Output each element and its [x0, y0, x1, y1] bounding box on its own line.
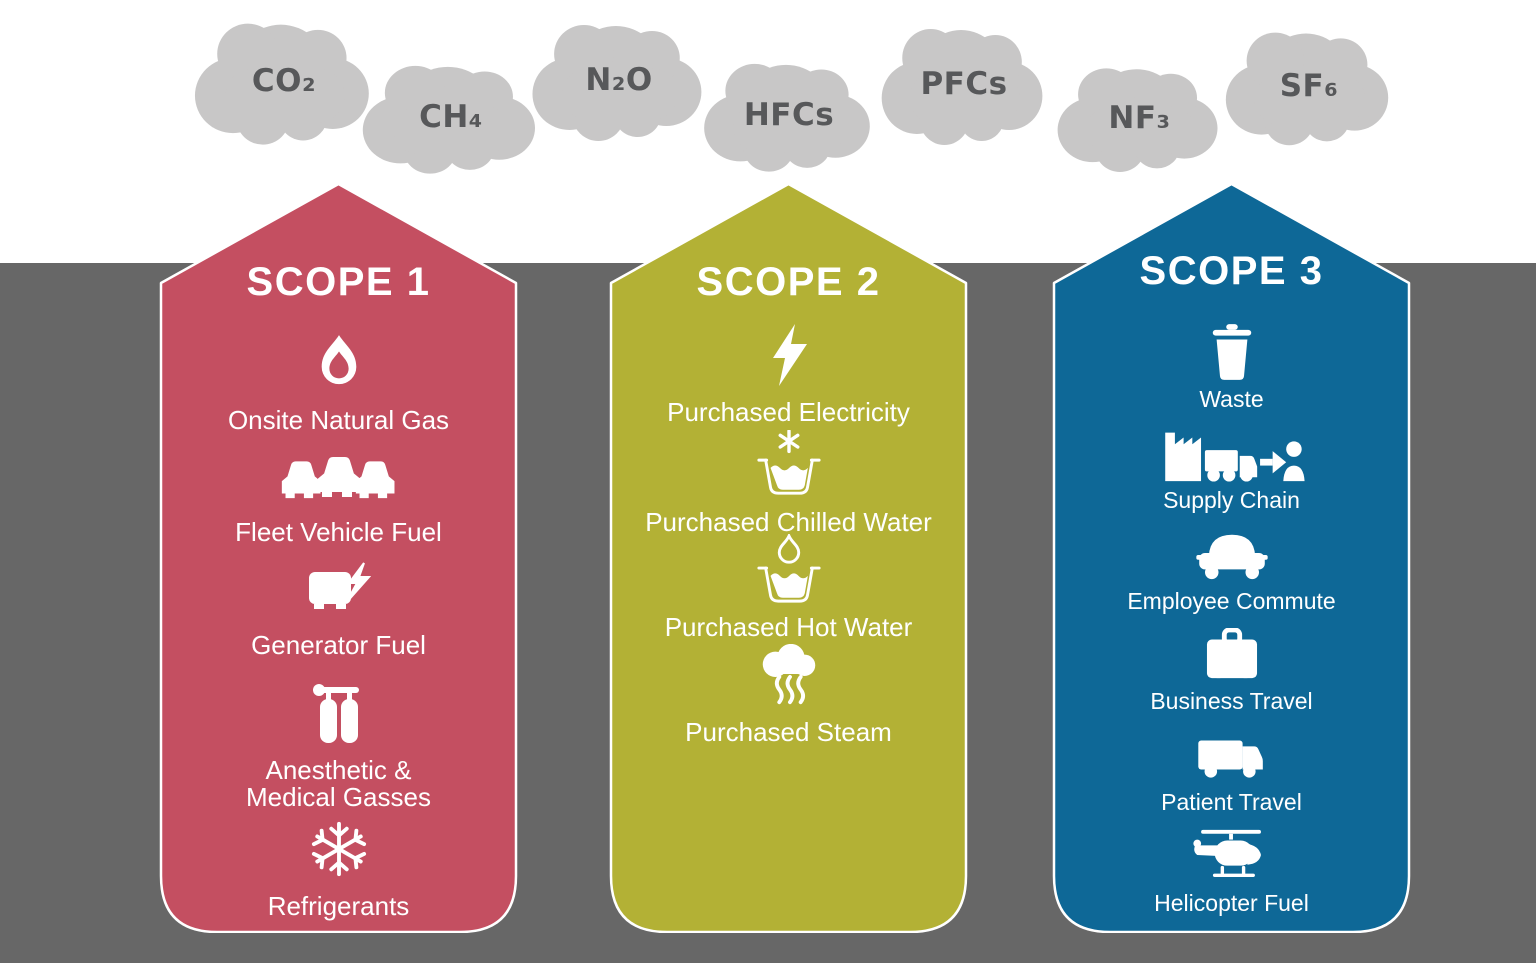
steam-icon: [616, 643, 962, 707]
emission-source-label: Helicopter Fuel: [1154, 890, 1309, 916]
cloud-shape: [1221, 28, 1393, 150]
emission-source-item: Generator Fuel: [166, 556, 512, 659]
emission-source-label: Generator Fuel: [251, 630, 426, 660]
supply-chain-icon: [1059, 427, 1405, 482]
emission-source-item: Waste: [1059, 324, 1405, 412]
gas-cloud: PFCs: [866, 14, 1062, 154]
emission-source-label: Business Travel: [1150, 688, 1313, 714]
gas-cloud: HFCs: [688, 50, 890, 180]
gas-cloud: SF₆: [1210, 18, 1408, 154]
emission-source-label: Waste: [1199, 386, 1264, 412]
gas-cloud-label: CH₄: [419, 99, 483, 135]
business-travel-icon: [1059, 628, 1405, 680]
gas-cloud-label: NF₃: [1108, 99, 1171, 136]
gas-cylinders-icon: [166, 681, 512, 745]
gas-cloud: N₂O: [516, 10, 722, 150]
gas-cloud: CO₂: [178, 8, 390, 154]
cloud-shape: [700, 60, 874, 176]
cloud-shape: [528, 21, 706, 145]
emission-source-item: Purchased Hot Water: [616, 534, 962, 642]
ambulance-icon: [1059, 729, 1405, 781]
scope-title: SCOPE 2: [696, 260, 881, 304]
emission-source-label: Purchased Steam: [685, 717, 892, 747]
emission-source-item: Purchased Chilled Water: [616, 430, 962, 537]
scope-arrow-shape: [609, 183, 968, 933]
gas-cloud-label: N₂O: [585, 62, 653, 98]
emission-source-label: Patient Travel: [1161, 789, 1302, 815]
gas-cloud-label: PFCs: [920, 66, 1008, 102]
emission-source-label: Supply Chain: [1163, 487, 1300, 513]
emission-source-label: Refrigerants: [267, 891, 410, 921]
gas-cloud: CH₄: [346, 52, 556, 182]
emission-source-item: Onsite Natural Gas: [166, 331, 512, 434]
helicopter-icon: [1059, 829, 1405, 882]
cloud-shape: [358, 62, 540, 178]
emission-source-label: Employee Commute: [1127, 588, 1336, 614]
scope-arrow-shape: [159, 183, 518, 933]
hot-water-icon: [616, 534, 962, 603]
gas-cloud-label: SF₆: [1279, 68, 1339, 104]
emission-source-label: Purchased Chilled Water: [645, 507, 932, 537]
emission-source-item: Helicopter Fuel: [1059, 829, 1405, 916]
waste-bin-icon: [1059, 324, 1405, 380]
emission-source-label: Onsite Natural Gas: [227, 405, 450, 435]
flame-icon: [166, 331, 512, 395]
emission-source-item: Purchased Steam: [616, 643, 962, 746]
emission-source-item: Patient Travel: [1059, 729, 1405, 814]
emission-source-label: Anesthetic & Medical Gasses: [246, 755, 431, 812]
emission-source-item: Purchased Electricity: [616, 323, 962, 426]
emission-source-label: Purchased Hot Water: [664, 612, 913, 642]
cloud-shape: [190, 19, 374, 149]
emission-source-label: Purchased Electricity: [667, 397, 910, 427]
fleet-vehicles-icon: [166, 443, 512, 507]
generator-icon: [166, 556, 512, 620]
gas-cloud-label: CO₂: [251, 63, 317, 99]
emission-source-label: Fleet Vehicle Fuel: [235, 517, 442, 547]
scope-title: SCOPE 3: [1139, 249, 1324, 293]
scope-title: SCOPE 1: [246, 260, 431, 304]
cloud-shape: [1053, 64, 1222, 176]
commute-car-icon: [1059, 528, 1405, 580]
emission-source-item: Anesthetic & Medical Gasses: [166, 681, 512, 811]
gas-cloud-label: HFCs: [743, 97, 835, 133]
chilled-water-icon: [616, 430, 962, 497]
emission-source-item: Fleet Vehicle Fuel: [166, 443, 512, 546]
emission-source-item: Business Travel: [1059, 628, 1405, 713]
gas-cloud: NF₃: [1042, 55, 1237, 180]
emission-source-item: Refrigerants: [166, 817, 512, 920]
emission-source-item: Employee Commute: [1059, 528, 1405, 613]
emission-source-item: Supply Chain: [1059, 427, 1405, 512]
electricity-bolt-icon: [616, 323, 962, 387]
cloud-shape: [877, 25, 1047, 149]
snowflake-icon: [166, 817, 512, 881]
